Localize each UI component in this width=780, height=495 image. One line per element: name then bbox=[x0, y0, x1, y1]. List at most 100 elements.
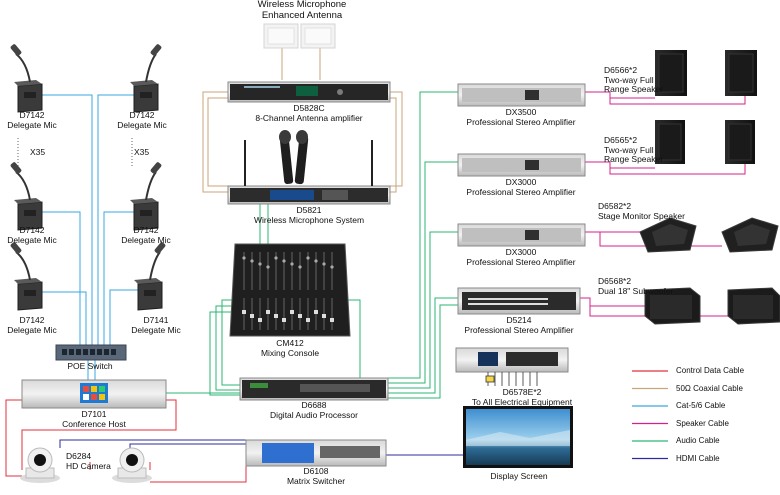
d5821-label: D5821 Wireless Microphone System bbox=[228, 205, 390, 225]
d5821-device bbox=[227, 130, 391, 205]
cm412-desc: Mixing Console bbox=[260, 347, 320, 358]
dx3000a-label: DX3000 Professional Stereo Amplifier bbox=[456, 177, 586, 197]
delegate-mic-3 bbox=[10, 162, 43, 231]
dx3500-model: DX3500 bbox=[505, 107, 537, 117]
d6284-label: D6284 HD Camera bbox=[66, 451, 111, 471]
d5214-desc: Professional Stereo Amplifier bbox=[464, 324, 574, 335]
dx3000b-label: DX3000 Professional Stereo Amplifier bbox=[456, 247, 586, 267]
dx3500-label: DX3500 Professional Stereo Amplifier bbox=[456, 107, 586, 127]
dx3500-desc: Professional Stereo Amplifier bbox=[466, 116, 576, 127]
d6565-speaker-left bbox=[655, 120, 685, 164]
s3-label: D6582*2 Stage Monitor Speaker bbox=[598, 201, 685, 221]
d6108-desc: Matrix Switcher bbox=[286, 475, 346, 486]
coax-cables bbox=[202, 48, 403, 193]
mic3-desc: Delegate Mic bbox=[7, 234, 57, 245]
mic-column-dots bbox=[17, 138, 133, 168]
x35-right: X35 bbox=[134, 147, 150, 157]
legend-item: Cat-5/6 Cable bbox=[676, 401, 726, 410]
mic3-label: D7142 Delegate Mic bbox=[2, 225, 62, 245]
mic2-desc: Delegate Mic bbox=[117, 119, 167, 130]
dx3000a-desc: Professional Stereo Amplifier bbox=[466, 186, 576, 197]
d6566-speaker-right bbox=[725, 50, 757, 96]
legend-item: Speaker Cable bbox=[676, 418, 729, 428]
mic3-model: D7142 bbox=[19, 225, 45, 235]
s2-line2: Range Speaker bbox=[604, 154, 664, 164]
d5821-desc: Wireless Microphone System bbox=[253, 214, 365, 225]
legend-item: Control Data Cable bbox=[676, 366, 745, 375]
s3-line1: Stage Monitor Speaker bbox=[598, 210, 685, 221]
dx3000a-model: DX3000 bbox=[505, 177, 537, 187]
cm412-model: CM412 bbox=[276, 338, 304, 348]
cm412-mixer bbox=[229, 243, 351, 337]
delegate-mic-5 bbox=[10, 242, 43, 311]
d6284-camera-right bbox=[112, 447, 152, 483]
mic2-label: D7142 Delegate Mic bbox=[112, 110, 172, 130]
s4-label: D6568*2 Dual 18" Subwoofer bbox=[598, 276, 674, 296]
x35-left: X35 bbox=[30, 147, 46, 157]
d6688-device bbox=[239, 377, 389, 401]
mic5-model: D7142 bbox=[19, 315, 45, 325]
mic8-desc: Delegate Mic bbox=[131, 324, 181, 335]
d7101-device bbox=[21, 379, 167, 409]
d6284-model: D6284 bbox=[66, 451, 92, 461]
delegate-mic-2 bbox=[130, 44, 162, 113]
d6568-subwoofer-right bbox=[727, 287, 780, 325]
d6566-speaker-left bbox=[655, 50, 687, 96]
mic4-desc: Delegate Mic bbox=[121, 234, 171, 245]
poe-label: POE Switch bbox=[67, 361, 113, 371]
cm412-label: CM412 Mixing Console bbox=[240, 338, 340, 358]
dx3500-device bbox=[457, 83, 586, 107]
s3-model: D6582*2 bbox=[598, 201, 632, 211]
control-cables bbox=[5, 399, 247, 483]
antenna-title-line1: Wireless Microphone bbox=[257, 0, 347, 10]
antenna-title-line2: Enhanced Antenna bbox=[261, 9, 343, 21]
d6578e-model: D6578E*2 bbox=[502, 387, 542, 397]
d5828c-model: D5828C bbox=[293, 103, 325, 113]
hdmi-cables bbox=[59, 439, 465, 456]
mic1-desc: Delegate Mic bbox=[7, 119, 57, 130]
d6578e-desc: To All Electrical Equipment bbox=[471, 396, 573, 407]
d6582-monitor-right bbox=[721, 217, 779, 253]
legend-item: 50Ω Coaxial Cable bbox=[676, 383, 743, 393]
d6688-desc: Digital Audio Processor bbox=[270, 409, 358, 420]
legend-item: HDMI Cable bbox=[676, 453, 720, 463]
mic5-desc: Delegate Mic bbox=[7, 324, 57, 335]
d6578e-device bbox=[455, 347, 569, 386]
d6108-label: D6108 Matrix Switcher bbox=[246, 466, 386, 486]
delegate-mic-4 bbox=[130, 162, 162, 231]
d6108-device bbox=[245, 439, 387, 467]
mic2-model: D7142 bbox=[129, 110, 155, 120]
d6688-label: D6688 Digital Audio Processor bbox=[240, 400, 388, 420]
s1-line1: Two-way Full bbox=[604, 74, 654, 85]
legend-item: Audio Cable bbox=[676, 436, 720, 445]
d6108-model: D6108 bbox=[303, 466, 329, 476]
d7101-model: D7101 bbox=[81, 409, 107, 419]
d7101-label: D7101 Conference Host bbox=[44, 409, 144, 429]
antenna-title: Wireless Microphone Enhanced Antenna bbox=[232, 0, 372, 21]
mic4-model: D7142 bbox=[133, 225, 159, 235]
d5828c-label: D5828C 8-Channel Antenna amplifier bbox=[228, 103, 390, 123]
d5828c-device bbox=[227, 81, 391, 103]
dx3000a-device bbox=[457, 153, 586, 177]
dx3000b-desc: Professional Stereo Amplifier bbox=[466, 256, 576, 267]
d6284-desc: HD Camera bbox=[66, 460, 111, 471]
audio-cables bbox=[166, 91, 458, 399]
delegate-mic-8 bbox=[134, 242, 166, 311]
s1-line2: Range Speaker bbox=[604, 84, 664, 94]
d6688-model: D6688 bbox=[301, 400, 327, 410]
dx3000b-device bbox=[457, 223, 586, 247]
d6284-camera-left bbox=[20, 447, 60, 483]
dx3000b-model: DX3000 bbox=[505, 247, 537, 257]
s1-label: D6566*2 Two-way Full Range Speaker bbox=[604, 65, 664, 95]
mic8-model: D7141 bbox=[143, 315, 169, 325]
s4-line1: Dual 18" Subwoofer bbox=[598, 285, 674, 296]
d6582-monitor-left bbox=[639, 217, 697, 253]
d5821-model: D5821 bbox=[296, 205, 322, 215]
s2-model: D6565*2 bbox=[604, 135, 638, 145]
display-label: Display Screen bbox=[490, 471, 548, 481]
speaker-cables bbox=[580, 91, 746, 317]
mic5-label: D7142 Delegate Mic bbox=[2, 315, 62, 335]
d6578e-label: D6578E*2 To All Electrical Equipment bbox=[460, 387, 584, 407]
mic8-label: D7141 Delegate Mic bbox=[126, 315, 186, 335]
d5214-device bbox=[457, 287, 581, 315]
